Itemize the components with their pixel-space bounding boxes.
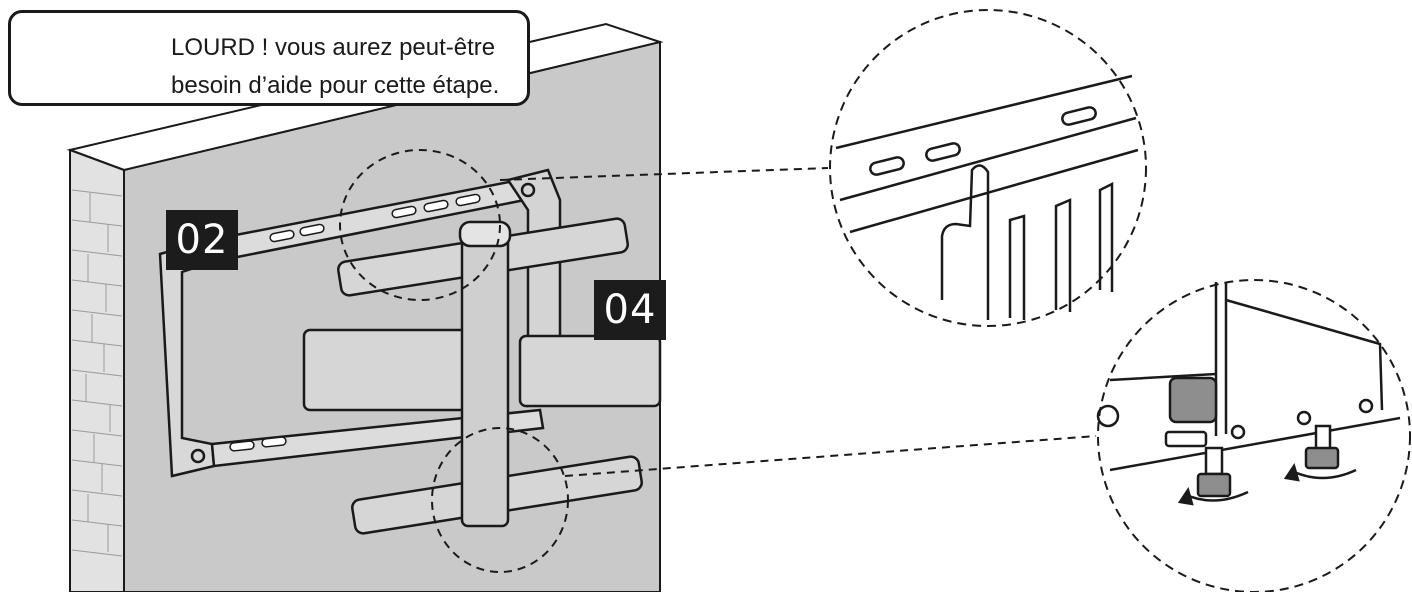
warning-line-1: LOURD ! vous aurez peut-être <box>171 34 496 61</box>
warning-box: LOURD ! vous aurez peut-être besoin d’ai… <box>8 10 530 106</box>
rotate-arrowhead-right <box>1283 463 1300 482</box>
pin-left <box>1164 430 1208 448</box>
detail-top <box>829 9 1147 327</box>
detail-bottom <box>1096 279 1411 592</box>
nut-left <box>1196 472 1232 498</box>
screw-left <box>1204 446 1224 476</box>
brick-texture <box>71 189 123 557</box>
knob-left <box>1168 376 1218 424</box>
nut-right <box>1304 446 1340 470</box>
warning-text: LOURD ! vous aurez peut-être besoin d’ai… <box>171 29 499 105</box>
arm-middle-right <box>518 334 662 408</box>
leader-bottom <box>564 435 1097 477</box>
bottom-rail <box>210 408 545 468</box>
central-post <box>460 224 510 528</box>
arm-middle-left <box>302 328 476 412</box>
leader-top <box>499 167 829 181</box>
bolt-bottom-left <box>190 448 206 464</box>
step-badge-04: 04 <box>594 280 666 340</box>
post-cap <box>458 220 512 248</box>
wall-side-brick <box>69 148 125 592</box>
detail-bottom-outline <box>1097 279 1411 592</box>
warning-line-2: besoin d’aide pour cette étape. <box>171 72 500 99</box>
zoom-circle-bottom <box>431 427 569 573</box>
step-badge-02: 02 <box>166 210 238 270</box>
rail-slots <box>229 193 481 452</box>
bolt-top-right <box>520 182 536 198</box>
zoom-indicators <box>339 149 1097 573</box>
detail-top-outline <box>829 9 1147 327</box>
zoom-circle-top <box>339 149 501 301</box>
detail-top-drawing <box>835 74 1139 320</box>
detail-bottom-drawing <box>1096 282 1401 506</box>
rotate-arrowhead-left <box>1177 487 1194 506</box>
